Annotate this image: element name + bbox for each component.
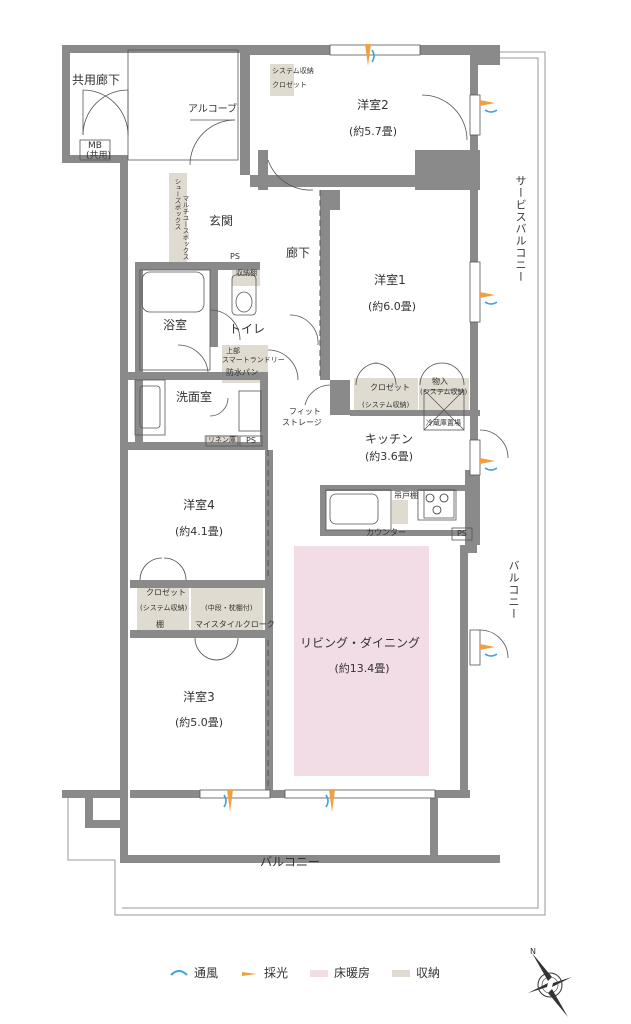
door-swings (82, 89, 509, 661)
fridge-label: 冷蔵庫置場 (426, 419, 461, 427)
ventilation-markers (223, 49, 498, 808)
my-style-label: マイスタイルクローク (195, 620, 275, 629)
ps2-label: PS (246, 436, 256, 445)
walls (62, 45, 500, 863)
western3-label: 洋室3 (183, 690, 215, 704)
washroom-label: 洗面室 (176, 390, 213, 404)
closet1-sub-label: (システム収納) (362, 401, 410, 409)
legend-label: 通風 (194, 966, 219, 980)
floor-heating-icon (310, 969, 329, 977)
service-balcony-label: サービスバルコニー (514, 175, 527, 283)
western2-size: (約5.7畳) (348, 125, 398, 138)
legend-label: 採光 (264, 966, 289, 980)
mb-sub-label: (共用) (86, 151, 112, 161)
compass-icon (528, 953, 572, 1017)
western4-label: 洋室4 (183, 498, 215, 512)
toilet-label: トイレ (229, 322, 266, 336)
alcove-label: アルコーブ (188, 104, 238, 115)
floor-heating-area (294, 546, 429, 776)
ventilation-icon (170, 969, 188, 976)
western1-label: 洋室1 (374, 273, 406, 287)
closet4-sub-label: (システム収納) (140, 604, 188, 612)
closet4-label: クロゼット (146, 588, 186, 597)
w2-closet-label: クロゼット (272, 81, 307, 89)
fit-storage-label-2: ストレージ (282, 418, 322, 427)
western2-label: 洋室2 (357, 98, 389, 112)
western1-size: (約6.0畳) (367, 300, 417, 313)
balcony-outline (67, 51, 546, 916)
storage-areas (137, 64, 469, 635)
legend-item-daylight: 採光 (240, 964, 288, 981)
living-size: (約13.4畳) (334, 662, 390, 675)
closet1-label: クロゼット (370, 383, 410, 392)
hanging-shelf-label: 吊戸棚 (394, 491, 418, 500)
legend-item-ventilation: 通風 (170, 964, 218, 981)
kitchen-label: キッチン (364, 432, 414, 446)
ps3-label: PS (457, 529, 467, 538)
bathroom-label: 浴室 (163, 318, 188, 332)
laundry-top-label: 上部 (226, 347, 240, 355)
balcony-bottom-label: バルコニー (260, 855, 320, 869)
sliding-doors (267, 190, 321, 790)
windows (199, 44, 481, 799)
waterproof-pan-label: 防水パン (226, 368, 259, 377)
ps-label: PS (230, 252, 240, 261)
western4-size: (約4.1畳) (174, 525, 224, 538)
mb-label: MB (88, 141, 102, 151)
living-label: リビング・ダイニング (299, 636, 421, 650)
storage1-sub-label: (システム収納) (420, 388, 468, 396)
fit-storage-label-1: フィット (289, 407, 321, 416)
compass-north-label: N (530, 947, 536, 956)
legend: 通風 採光 床暖房 収納 (170, 964, 440, 981)
legend-item-floor-heating: 床暖房 (310, 964, 370, 981)
daylight-markers (227, 44, 495, 812)
toilet-shelf-label: 収納棚 (236, 269, 257, 277)
legend-label: 収納 (416, 966, 441, 980)
legend-label: 床暖房 (334, 966, 371, 980)
multi-storage-label: マルチユースボックス (181, 195, 189, 260)
corridor-label: 廊下 (286, 246, 311, 260)
shelf-label: 棚 (156, 620, 164, 629)
kitchen-size: (約3.6畳) (364, 450, 414, 463)
shoebox-label: シューズボックス (173, 178, 181, 230)
legend-item-storage: 収納 (392, 964, 440, 981)
linen-label: リネン庫 (208, 436, 236, 444)
laundry-smart-label: スマートランドリー (222, 356, 285, 364)
stove-burners (425, 493, 449, 515)
common-corridor-label: 共用廊下 (72, 73, 121, 87)
counter-label: カウンター (366, 528, 406, 537)
daylight-icon (242, 971, 258, 976)
storage1-label: 物入 (432, 377, 448, 386)
entrance-label: 玄関 (209, 214, 234, 228)
w2-closet-top-label: システム収納 (272, 67, 314, 75)
my-style-top-label: (中段・枕棚付) (205, 604, 253, 612)
western3-size: (約5.0畳) (174, 716, 224, 729)
balcony-right-label: バルコニー (507, 560, 520, 620)
storage-icon (392, 969, 411, 977)
